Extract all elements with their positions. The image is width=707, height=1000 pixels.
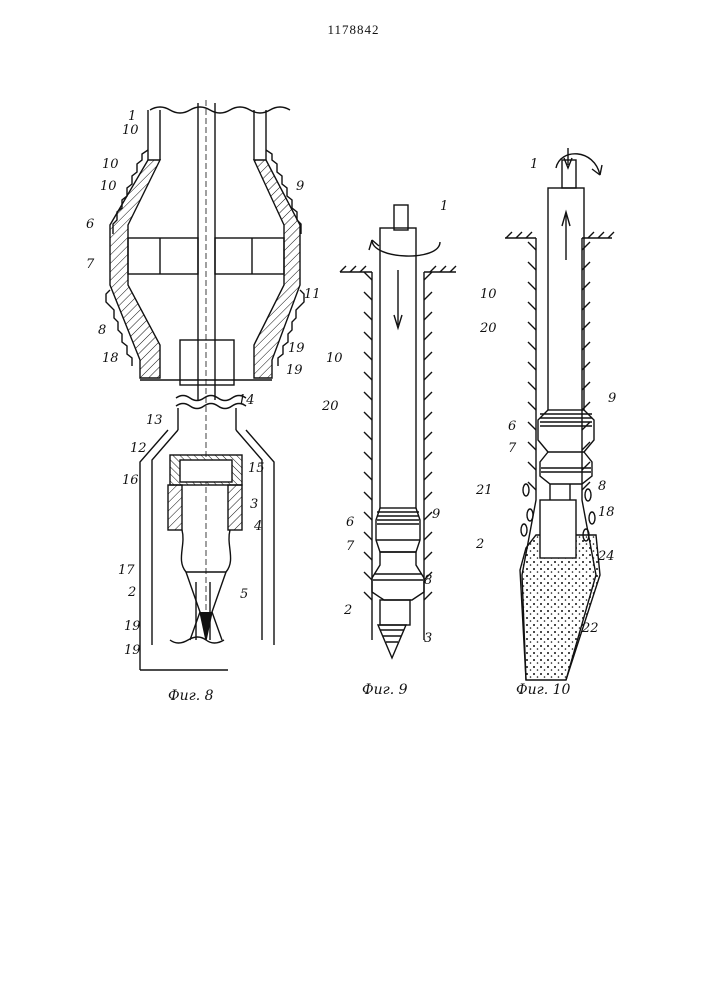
fig9-label-2: 2 [343,603,352,618]
fig8-label-5: 5 [240,587,248,602]
fig8-label-7: 7 [86,257,95,272]
fig8-label-19c: 19 [124,619,141,634]
fig10-label-2: 2 [475,537,484,552]
fig9-label-10: 10 [326,351,343,366]
fig8-label-3: 3 [250,497,258,512]
fig10-label-24: 24 [597,549,615,564]
fig10-label-1: 1 [530,157,538,172]
fig10-label-10: 10 [480,287,497,302]
figure-10 [505,148,614,680]
fig10-label-7: 7 [508,441,517,456]
fig8-label-4: 4 [253,519,262,534]
fig8-label-11: 11 [304,287,321,302]
fig10-label-18: 18 [598,505,615,520]
fig9-caption: Фиг. 9 [362,682,408,698]
fig8-label-8: 8 [98,323,106,338]
fig8-label-2: 2 [127,585,136,600]
fig8-label-19a: 19 [288,341,305,356]
fig9-label-8: 8 [424,573,432,588]
fig8-label-18: 18 [102,351,119,366]
fig8-label-10b: 10 [102,157,119,172]
fig10-label-6: 6 [508,419,516,434]
fig10-label-21: 21 [475,483,493,498]
fig8-label-15: 15 [248,461,265,476]
fig10-label-9: 9 [608,391,616,406]
fig9-label-9: 9 [432,507,440,522]
fig8-label-6: 6 [86,217,94,232]
fig10-caption: Фиг. 10 [516,682,571,698]
fig8-label-1: 1 [128,109,136,124]
fig9-label-20: 20 [321,399,339,414]
fig8-label-13: 13 [146,413,163,428]
fig8-label-19b: 19 [286,363,303,378]
fig8-label-14: 14 [238,393,255,408]
fig8-label-17: 17 [118,563,135,578]
fig9-label-3: 3 [424,631,432,646]
fig9-label-6: 6 [346,515,354,530]
fig10-label-20: 20 [479,321,497,336]
fig8-label-10a: 10 [122,123,139,138]
fig8-caption: Фиг. 8 [168,688,214,704]
figure-9 [340,205,456,658]
fig10-label-8: 8 [598,479,606,494]
fig8-label-9: 9 [296,179,304,194]
fig9-label-7: 7 [346,539,355,554]
fig8-label-19d: 19 [124,643,141,658]
fig9-label-1: 1 [440,199,448,214]
fig10-label-22: 22 [581,621,599,636]
fig8-label-10c: 10 [100,179,117,194]
fig8-label-16: 16 [122,473,139,488]
fig8-label-12: 12 [130,441,147,456]
